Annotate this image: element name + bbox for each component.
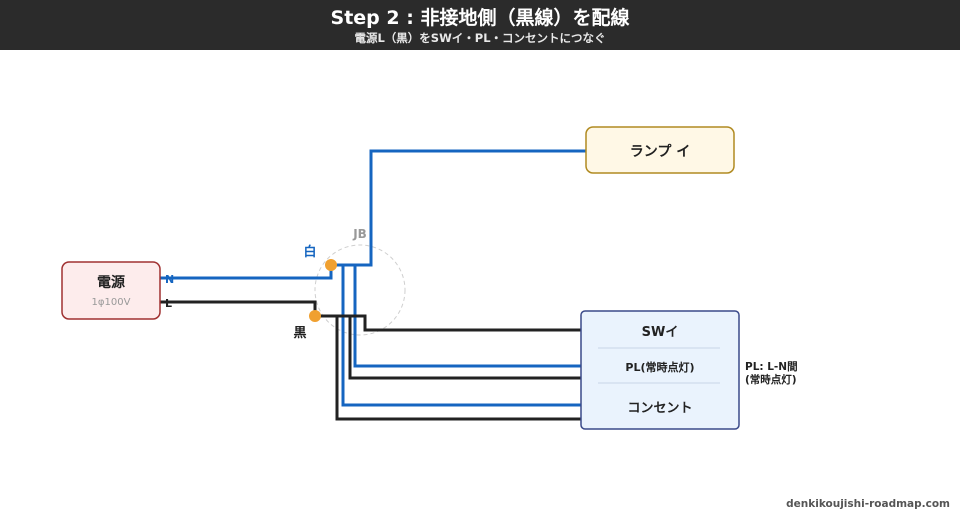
wire-hot-pilot: [348, 316, 582, 380]
wire-neutral-source: [160, 265, 333, 280]
wire-neutral-outlet: [341, 265, 582, 407]
wire-neutral-pilot: [353, 265, 582, 368]
wire-hot-source: [160, 300, 317, 316]
pilot-note-line1: PL: L-N間: [745, 361, 798, 373]
junction-box-label: JB: [352, 227, 367, 241]
wire-hot-switch: [315, 314, 582, 332]
header-bar: Step 2 : 非接地側（黒線）を配線 電源L（黒）をSWイ・PL・コンセント…: [0, 0, 960, 50]
device-panel: [580, 310, 740, 430]
junction-dot-white: [325, 259, 337, 271]
power-source-spec: 1φ100V: [92, 297, 131, 308]
footer-site-credit: denkikoujishi-roadmap.com: [786, 498, 950, 510]
pilot-lamp-label: PL(常時点灯): [625, 360, 694, 374]
wire-neutral-lamp: [331, 149, 586, 267]
junction-box-outline: [314, 244, 406, 336]
black-wire-label: 黒: [293, 325, 306, 341]
white-wire-label: 白: [303, 244, 316, 260]
page-title: Step 2 : 非接地側（黒線）を配線: [330, 7, 630, 29]
junction-dot-black: [309, 310, 321, 322]
terminal-l-label: L: [165, 297, 172, 310]
power-source-box: [61, 261, 161, 320]
page-subtitle: 電源L（黒）をSWイ・PL・コンセントにつなぐ: [354, 31, 606, 45]
lamp-box: [585, 126, 735, 174]
terminal-n-label: N: [165, 273, 174, 286]
pilot-note-line2: (常時点灯): [745, 373, 797, 386]
black-wires: [160, 300, 582, 421]
switch-label: SWイ: [642, 325, 679, 340]
white-wires: [160, 149, 586, 407]
lamp-label: ランプ イ: [630, 144, 690, 160]
power-source-title: 電源: [97, 274, 125, 291]
outlet-label: コンセント: [627, 401, 692, 416]
wire-hot-outlet: [335, 316, 582, 421]
